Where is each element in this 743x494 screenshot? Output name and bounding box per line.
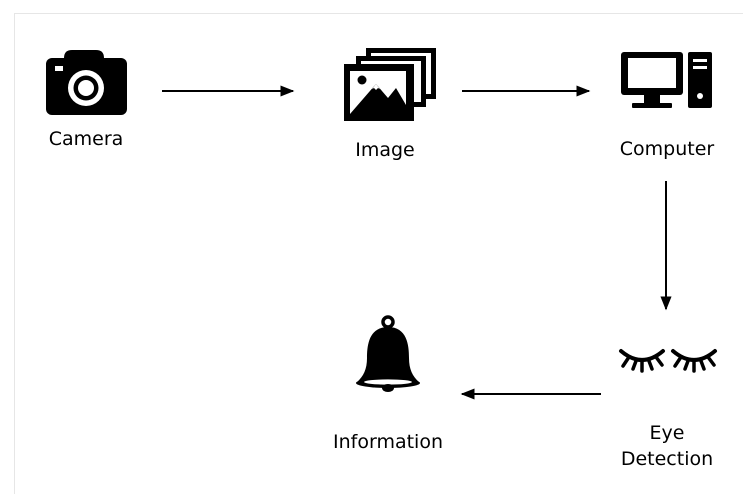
diagram-frame	[14, 13, 743, 494]
computer-label: Computer	[619, 138, 715, 160]
eye-detection-label-line1: Eye	[649, 422, 685, 444]
information-label: Information	[333, 431, 443, 453]
computer-icon	[621, 52, 712, 108]
camera-label: Camera	[48, 128, 124, 150]
image-gallery-icon	[344, 48, 436, 121]
eye-detection-label-line2: Detection	[620, 448, 714, 470]
bell-icon	[356, 315, 420, 392]
closed-eyes-icon	[619, 349, 717, 373]
camera-icon	[46, 50, 127, 115]
image-label: Image	[355, 139, 415, 161]
